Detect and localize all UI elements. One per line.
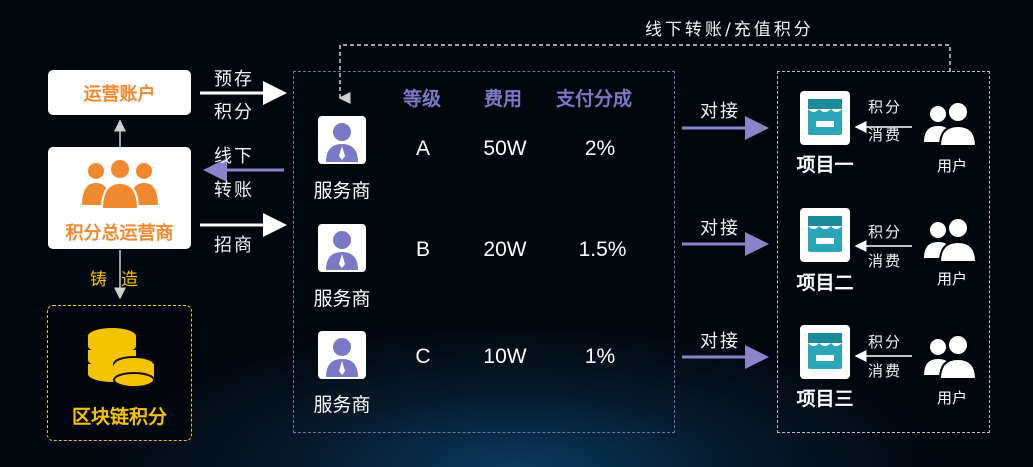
user-group-icon xyxy=(924,217,978,263)
header-level: 等级 xyxy=(403,89,442,110)
store-icon xyxy=(800,325,850,379)
share-cell: 1% xyxy=(584,345,616,368)
header-share: 支付分成 xyxy=(556,89,633,110)
consume-label-1: 积分 xyxy=(868,333,903,351)
provider-label: 服务商 xyxy=(313,181,371,202)
provider-icon xyxy=(318,116,366,164)
project-name: 项目二 xyxy=(796,273,854,294)
provider-panel xyxy=(293,71,675,433)
topup-route xyxy=(338,44,951,104)
offline-label-1: 线下 xyxy=(214,146,254,167)
recruit-label: 招商 xyxy=(214,235,254,256)
mint-label: 铸造 xyxy=(90,265,152,290)
ops-account-label: 运营账户 xyxy=(83,83,156,104)
fee-cell: 20W xyxy=(483,238,527,261)
user-label: 用户 xyxy=(936,390,967,407)
blockchain-box: 区块链积分 xyxy=(47,305,192,441)
provider-icon xyxy=(318,331,366,379)
share-cell: 2% xyxy=(584,137,616,160)
connect-label: 对接 xyxy=(700,331,740,352)
consume-label-2: 消费 xyxy=(868,362,903,380)
consume-label-1: 积分 xyxy=(868,98,903,116)
consume-label-2: 消费 xyxy=(868,252,903,270)
topup-label: 线下转账/充值积分 xyxy=(645,20,814,40)
team-icon xyxy=(82,158,158,210)
level-cell: C xyxy=(415,345,431,368)
project-panel xyxy=(777,71,990,433)
blockchain-label: 区块链积分 xyxy=(71,407,167,428)
share-cell: 1.5% xyxy=(578,238,627,261)
level-cell: B xyxy=(415,238,430,261)
prestore-label-2: 积分 xyxy=(214,102,254,123)
provider-label: 服务商 xyxy=(313,395,371,416)
consume-label-2: 消费 xyxy=(868,126,903,144)
offline-label-2: 转账 xyxy=(214,180,254,201)
ops-main-label: 积分总运营商 xyxy=(65,223,174,243)
consume-label-1: 积分 xyxy=(868,223,903,241)
user-label: 用户 xyxy=(936,271,967,288)
provider-label: 服务商 xyxy=(313,289,371,310)
user-label: 用户 xyxy=(936,158,967,175)
store-icon xyxy=(800,208,850,262)
provider-icon xyxy=(318,224,366,272)
ops-main-box: 积分总运营商 xyxy=(48,147,191,249)
prestore-label-1: 预存 xyxy=(214,69,254,90)
fee-cell: 10W xyxy=(483,345,527,368)
coin-stack-icon xyxy=(88,328,155,388)
user-group-icon xyxy=(924,334,978,380)
ops-account-box: 运营账户 xyxy=(48,70,191,115)
project-name: 项目三 xyxy=(796,389,854,410)
header-fee: 费用 xyxy=(484,89,523,110)
fee-cell: 50W xyxy=(483,137,527,160)
connect-label: 对接 xyxy=(700,218,740,239)
connect-label: 对接 xyxy=(700,101,740,122)
mint-text: 铸造 xyxy=(90,270,152,290)
level-cell: A xyxy=(415,137,430,160)
user-group-icon xyxy=(924,101,978,147)
project-name: 项目一 xyxy=(796,155,854,176)
store-icon xyxy=(800,91,850,145)
